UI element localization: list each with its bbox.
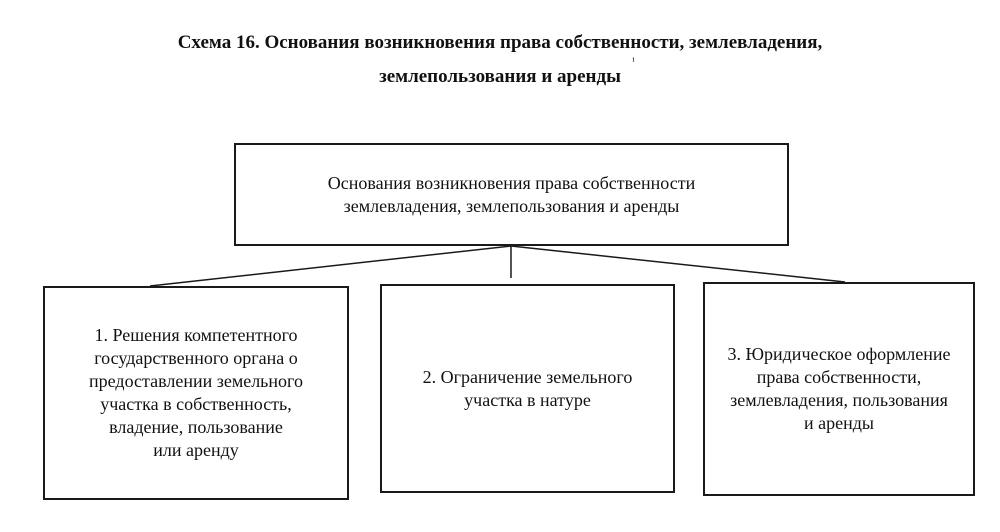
child-node-1: 1. Решения компетентного государственног… [43, 286, 349, 500]
child-node-2: 2. Ограничение земельного участка в нату… [380, 284, 675, 493]
child-node-3: 3. Юридическое оформление права собствен… [703, 282, 975, 496]
child-node-3-label: 3. Юридическое оформление права собствен… [727, 344, 951, 433]
connector-right [510, 245, 846, 283]
root-node: Основания возникновения права собственно… [234, 143, 789, 246]
footnote-marker: ¹ [632, 56, 635, 67]
diagram-title-line-1: Схема 16. Основания возникновения права … [177, 32, 823, 53]
child-node-2-label: 2. Ограничение земельного участка в нату… [422, 366, 633, 410]
connector-left [149, 245, 512, 287]
diagram-title-line-2: землепользования и аренды [379, 66, 621, 87]
root-node-label: Основания возникновения права собственно… [327, 172, 696, 216]
child-node-1-label: 1. Решения компетентного государственног… [89, 325, 303, 460]
